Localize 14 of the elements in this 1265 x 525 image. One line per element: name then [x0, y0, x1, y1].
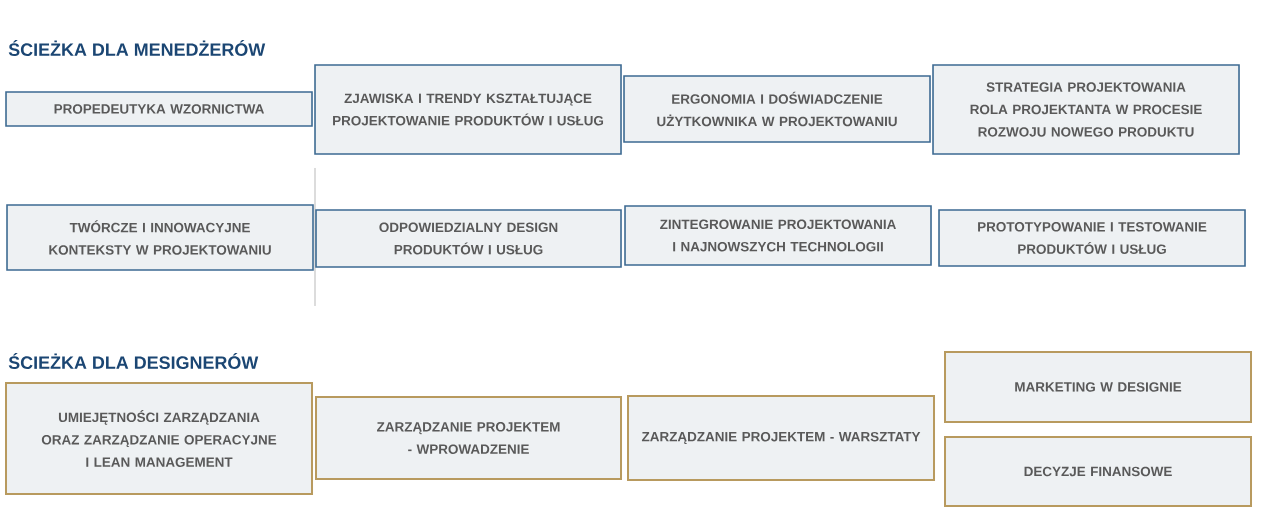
course-box: PROTOTYPOWANIE I TESTOWANIE PRODUKTÓW I USŁUG	[938, 209, 1246, 267]
course-box: UMIEJĘTNOŚCI ZARZĄDZANIA ORAZ ZARZĄDZANIE OPERACYJNE I LEAN MANAGEMENT	[5, 382, 313, 495]
course-box: ZINTEGROWANIE PROJEKTOWANIA I NAJNOWSZYCH TECHNOLOGII	[624, 205, 932, 266]
course-box: ZARZĄDZANIE PROJEKTEM - WARSZTATY	[627, 395, 935, 481]
course-box: ERGONOMIA I DOŚWIADCZENIE UŻYTKOWNIKA W PROJEKTOWANIU	[623, 75, 931, 143]
course-box: DECYZJE FINANSOWE	[944, 436, 1252, 507]
course-box: MARKETING W DESIGNIE	[944, 351, 1252, 423]
course-box: TWÓRCZE I INNOWACYJNE KONTEKSTY W PROJEKTOWANIU	[6, 204, 314, 271]
course-box: STRATEGIA PROJEKTOWANIA ROLA PROJEKTANTA W PROCESIE ROZWOJU NOWEGO PRODUKTU	[932, 64, 1240, 155]
course-box: PROPEDEUTYKA WZORNICTWA	[5, 91, 313, 127]
course-box: ODPOWIEDZIALNY DESIGN PRODUKTÓW I USŁUG	[315, 209, 622, 268]
course-box: ZARZĄDZANIE PROJEKTEM - WPROWADZENIE	[315, 396, 622, 480]
course-box: ZJAWISKA I TRENDY KSZTAŁTUJĄCE PROJEKTOWANIE PRODUKTÓW I USŁUG	[314, 64, 622, 155]
section-heading: ŚCIEŻKA DLA MENEDŻERÓW	[8, 39, 266, 56]
